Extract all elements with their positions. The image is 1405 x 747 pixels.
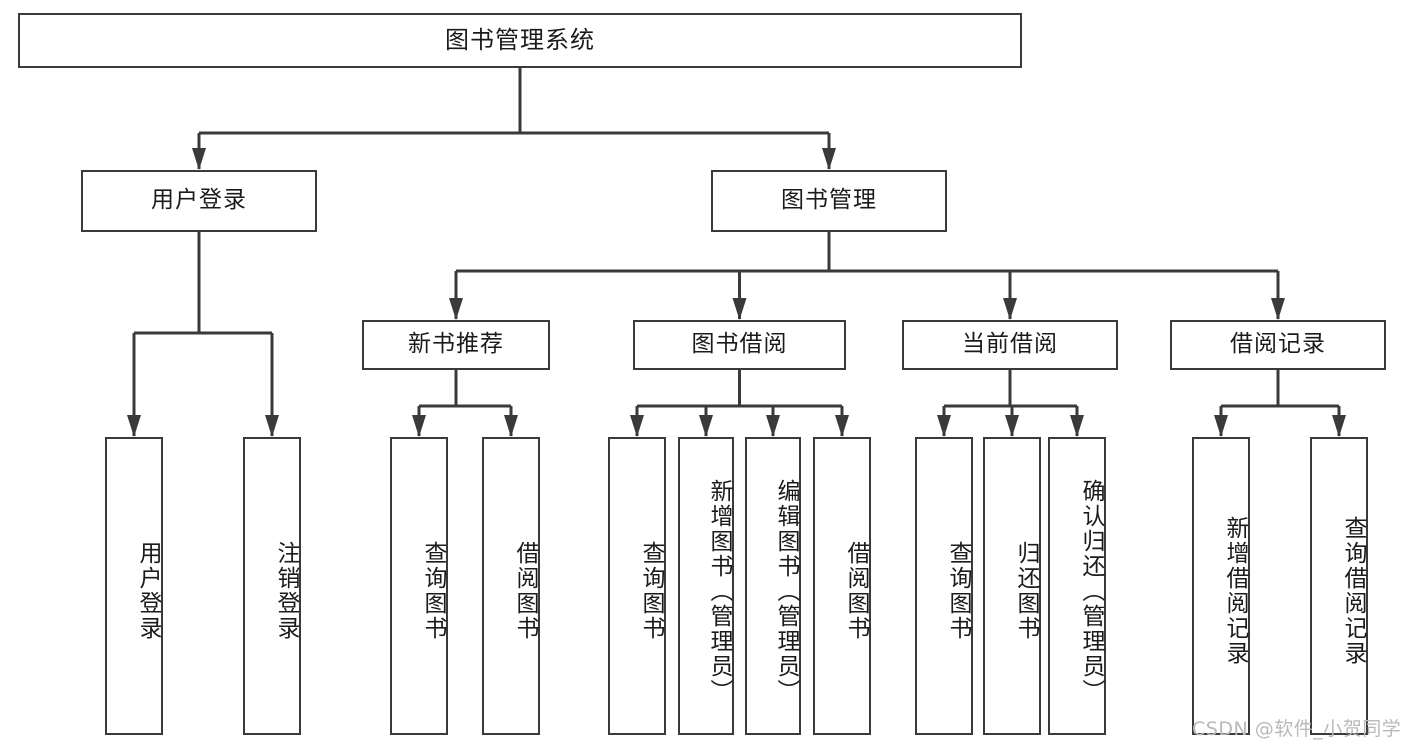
arrow-head-icon: [766, 415, 780, 437]
node-查询图书: 查询图书: [608, 437, 666, 735]
node-label: 图书管理: [781, 187, 877, 214]
arrow-head-icon: [1214, 415, 1228, 437]
arrow-head-icon: [822, 148, 836, 170]
node-label: 新增图书（管理员）: [706, 478, 732, 704]
arrow-head-icon: [699, 415, 713, 437]
arrow-head-icon: [937, 415, 951, 437]
node-当前借阅: 当前借阅: [902, 320, 1118, 370]
node-借阅图书: 借阅图书: [482, 437, 540, 735]
node-编辑图书管理员: 编辑图书（管理员）: [745, 437, 801, 735]
node-新增图书管理员: 新增图书（管理员）: [678, 437, 734, 735]
node-图书借阅: 图书借阅: [633, 320, 846, 370]
node-label: 确认归还（管理员）: [1078, 478, 1104, 704]
node-确认归还管理员: 确认归还（管理员）: [1048, 437, 1106, 735]
node-label: 图书管理系统: [445, 26, 595, 55]
node-图书管理: 图书管理: [711, 170, 947, 232]
arrow-head-icon: [1332, 415, 1346, 437]
node-label: 查询图书: [420, 541, 446, 641]
arrow-head-icon: [504, 415, 518, 437]
arrow-head-icon: [1070, 415, 1084, 437]
node-label: 借阅图书: [512, 541, 538, 641]
node-label: 查询图书: [945, 541, 971, 641]
node-label: 借阅图书: [843, 541, 869, 641]
node-label: 编辑图书（管理员）: [773, 478, 799, 704]
arrow-head-icon: [630, 415, 644, 437]
node-查询图书: 查询图书: [915, 437, 973, 735]
arrow-head-icon: [265, 415, 279, 437]
node-图书管理系统: 图书管理系统: [18, 13, 1022, 68]
node-label: 当前借阅: [962, 331, 1058, 358]
node-借阅记录: 借阅记录: [1170, 320, 1386, 370]
node-label: 图书借阅: [691, 331, 788, 358]
arrow-head-icon: [1271, 298, 1285, 320]
node-label: 查询图书: [638, 541, 664, 641]
node-借阅图书: 借阅图书: [813, 437, 871, 735]
arrow-head-icon: [192, 148, 206, 170]
arrow-head-icon: [449, 298, 463, 320]
arrow-head-icon: [1005, 415, 1019, 437]
node-label: 用户登录: [151, 187, 247, 214]
arrow-head-icon: [732, 298, 747, 320]
arrow-head-icon: [1003, 298, 1017, 320]
node-查询借阅记录: 查询借阅记录: [1310, 437, 1368, 735]
node-新增借阅记录: 新增借阅记录: [1192, 437, 1250, 735]
arrow-head-icon: [412, 415, 426, 437]
node-归还图书: 归还图书: [983, 437, 1041, 735]
node-新书推荐: 新书推荐: [362, 320, 550, 370]
node-label: 注销登录: [273, 541, 299, 641]
node-label: 新书推荐: [408, 331, 504, 358]
node-label: 新增借阅记录: [1222, 516, 1248, 666]
arrow-head-icon: [835, 415, 849, 437]
arrow-head-icon: [127, 415, 141, 437]
node-注销登录: 注销登录: [243, 437, 301, 735]
node-label: 借阅记录: [1230, 331, 1326, 358]
node-label: 查询借阅记录: [1340, 516, 1366, 666]
node-label: 归还图书: [1013, 541, 1039, 641]
node-label: 用户登录: [135, 541, 161, 641]
watermark: CSDN @软件_小贺同学: [1192, 718, 1402, 740]
node-查询图书: 查询图书: [390, 437, 448, 735]
node-用户登录: 用户登录: [105, 437, 163, 735]
node-用户登录: 用户登录: [81, 170, 317, 232]
